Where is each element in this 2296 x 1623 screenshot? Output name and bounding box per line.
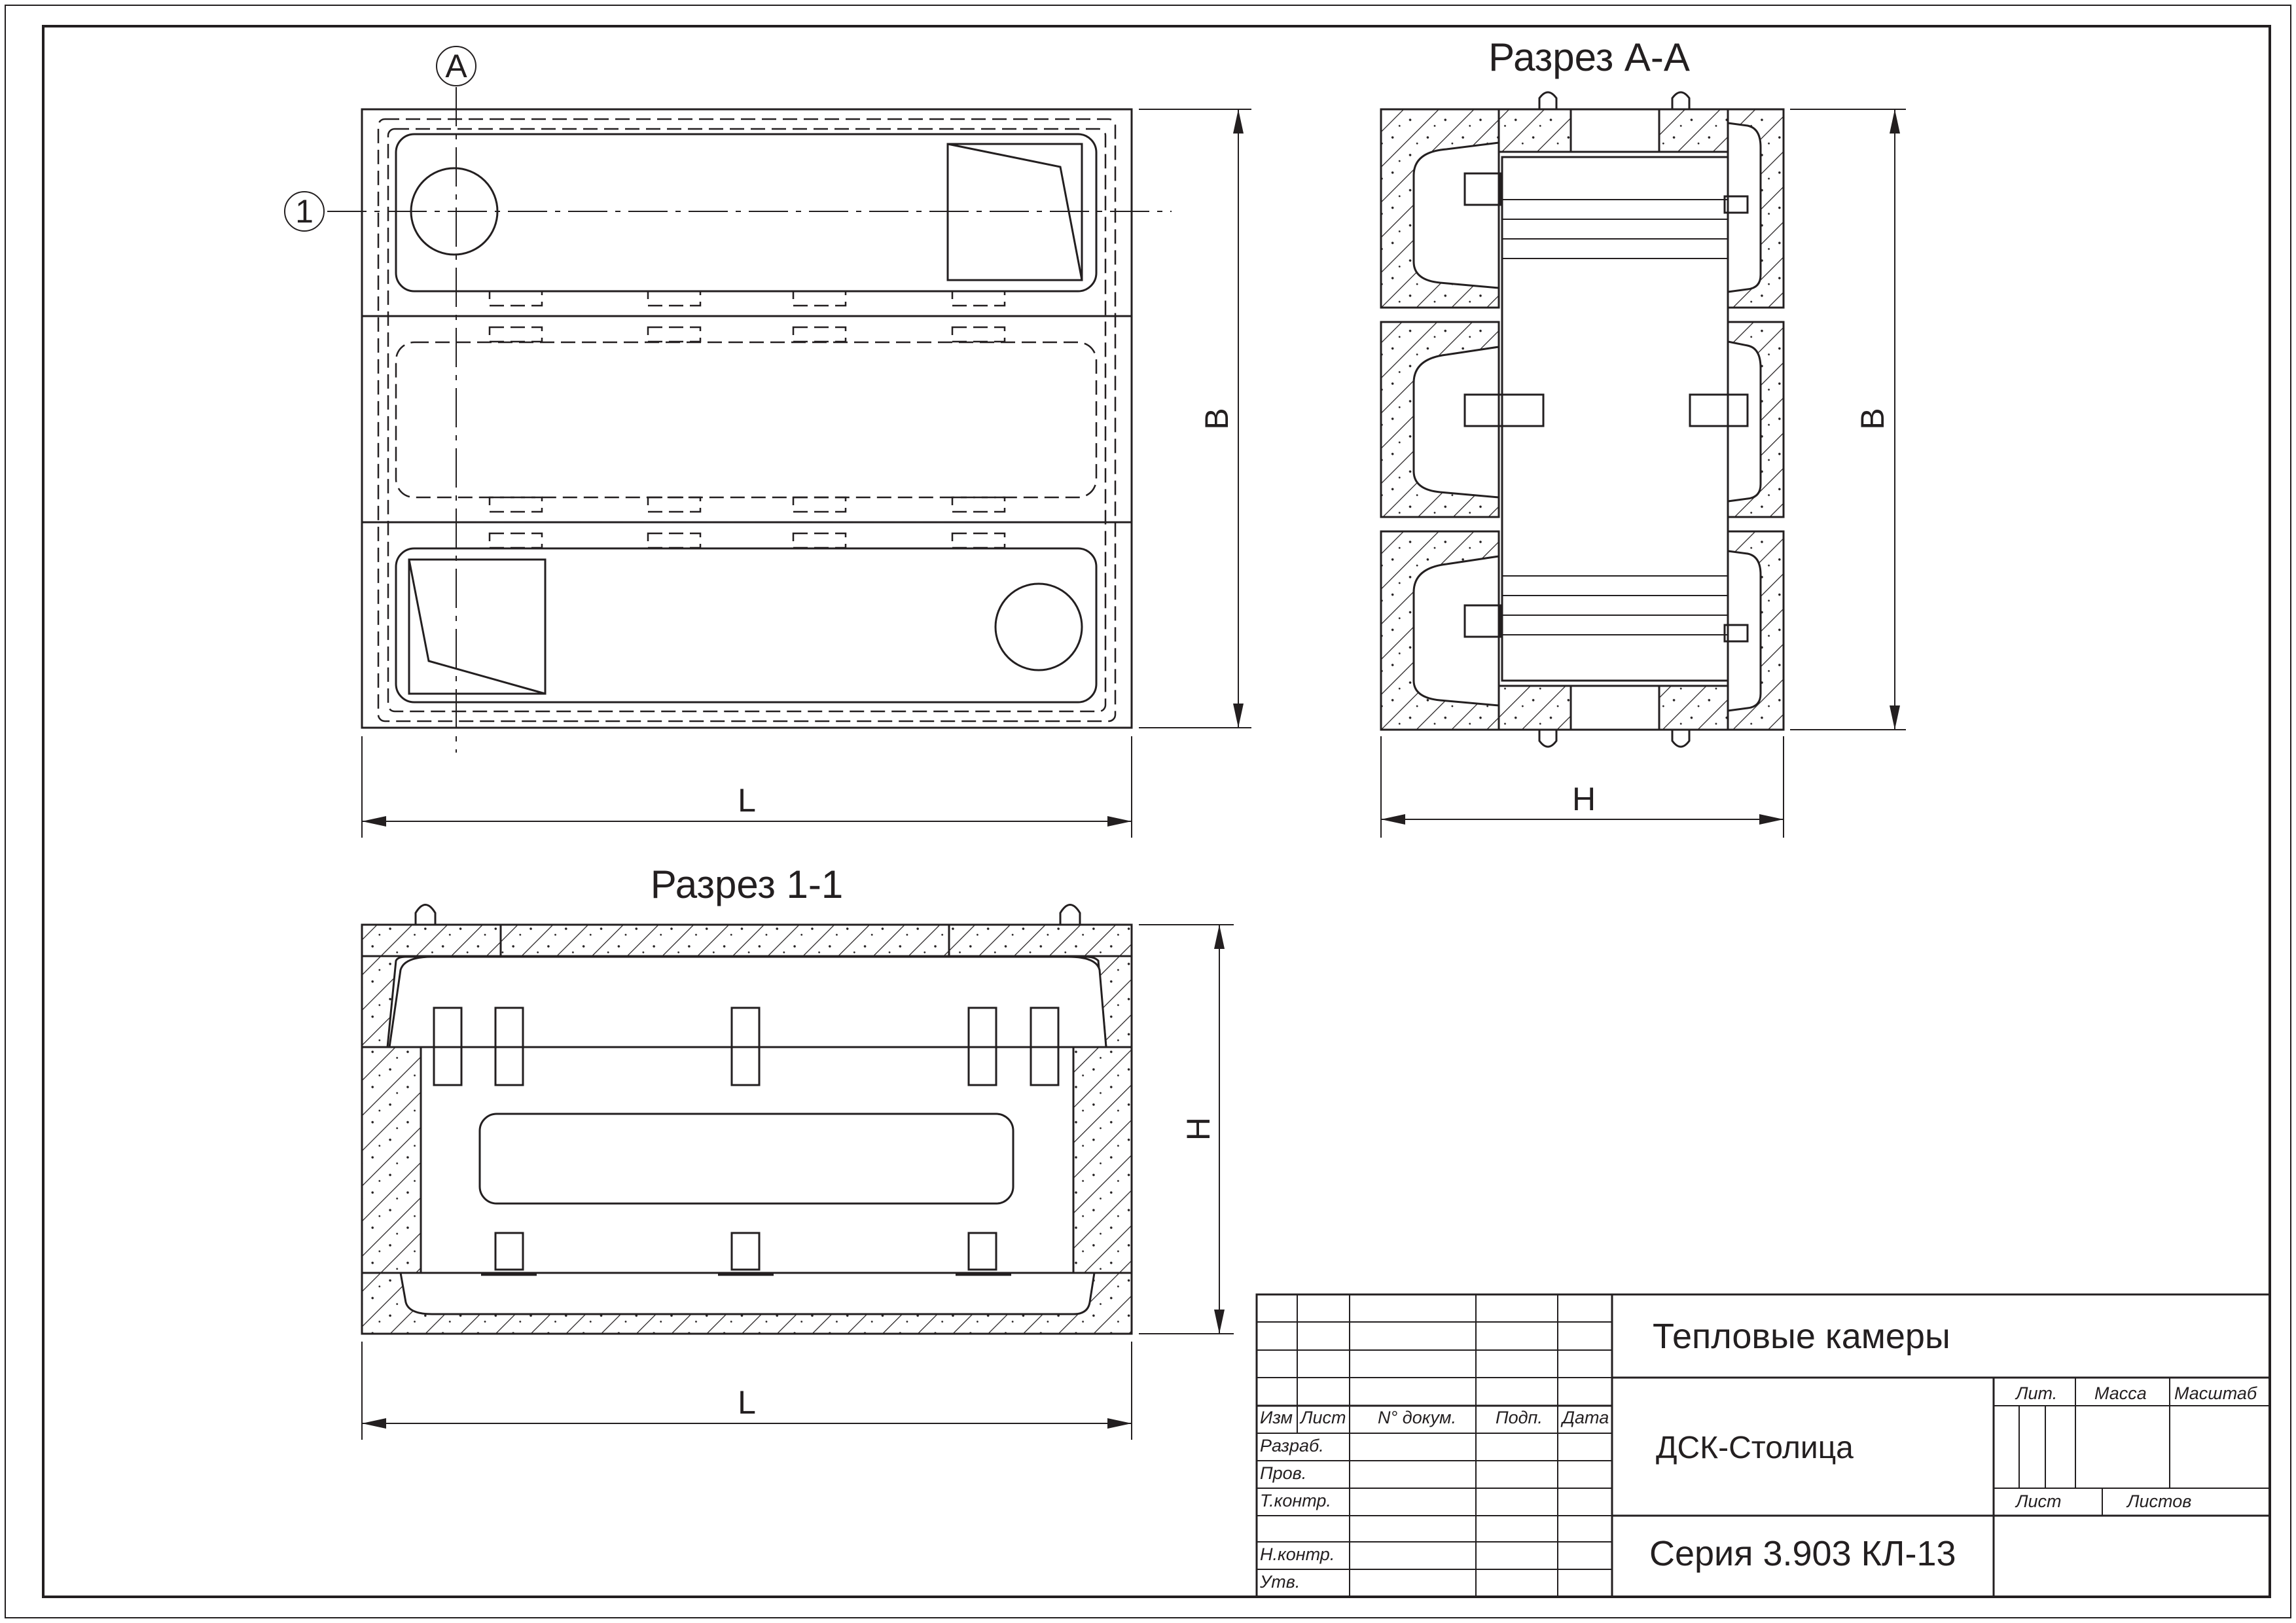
section-aa-view: [1380, 91, 1906, 838]
tb-row-utv: Утв.: [1259, 1572, 1300, 1592]
section-11-dim-height: H: [1180, 1117, 1217, 1141]
tb-scale-label: Масштаб: [2174, 1383, 2257, 1403]
section-11-dim-length: L: [738, 1384, 756, 1421]
tb-sheet-label: Лист: [2015, 1491, 2062, 1511]
plan-dim-width: B: [1198, 408, 1235, 429]
tb-row-tkontr: Т.контр.: [1260, 1491, 1331, 1510]
outer-border: [5, 5, 2291, 1618]
plan-axis-number: 1: [295, 193, 314, 230]
tb-row-prov: Пров.: [1260, 1463, 1306, 1483]
section-11-view: [361, 904, 1234, 1440]
tb-row-razrab: Разраб.: [1260, 1436, 1324, 1455]
section-aa-dim-width: B: [1854, 408, 1891, 429]
tb-series: Серия 3.903 КЛ-13: [1649, 1534, 1956, 1573]
plan-view: [284, 46, 1251, 838]
section-aa-dim-height: H: [1572, 781, 1596, 817]
drawing-frame: [42, 25, 2271, 1598]
tb-lit-label: Лит.: [2015, 1383, 2057, 1403]
plan-dim-length: L: [738, 782, 756, 819]
tb-col-date: Дата: [1560, 1408, 1609, 1427]
tb-mass-label: Масса: [2094, 1383, 2147, 1403]
section-11-title: Разрез 1-1: [651, 863, 844, 906]
axis-marker-a: [436, 46, 476, 86]
tb-col-izm: Изм: [1260, 1408, 1293, 1427]
plan-axis-letter: A: [445, 48, 467, 84]
tb-col-list: Лист: [1299, 1408, 1346, 1427]
tb-col-signature: Подп.: [1496, 1408, 1543, 1427]
axis-marker-1: [284, 191, 325, 232]
tb-organization: ДСК-Столица: [1656, 1431, 1854, 1465]
tb-col-doc-no: N° докум.: [1378, 1408, 1456, 1427]
tb-row-nkontr: Н.контр.: [1260, 1544, 1335, 1564]
section-aa-title: Разрез А-А: [1488, 35, 1690, 79]
tb-product-name: Тепловые камеры: [1653, 1317, 1950, 1356]
title-block: [1255, 1293, 2271, 1598]
tb-sheets-label: Листов: [2126, 1491, 2191, 1511]
